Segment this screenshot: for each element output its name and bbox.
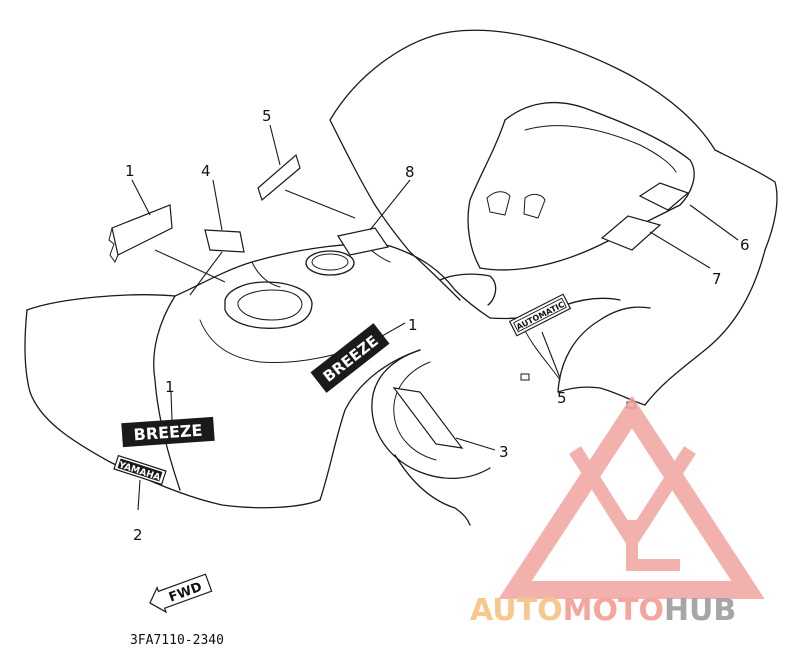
fender-body-outline (24, 29, 778, 526)
callout-1-side: 1 (408, 316, 418, 334)
part-code: 3FA7110-2340 (130, 633, 224, 648)
callout-6: 6 (740, 236, 750, 254)
decal-6 (638, 182, 690, 211)
callout-1-front: 1 (165, 378, 175, 396)
callout-8: 8 (405, 163, 415, 181)
decal-8 (337, 227, 390, 256)
watermark-moto: MOTO (563, 593, 664, 628)
leader-lines (131, 124, 739, 511)
breeze-front-text: BREEZE (133, 421, 203, 445)
decal-5-top (257, 153, 301, 202)
callout-5-top: 5 (262, 107, 272, 125)
callout-1-top-left: 1 (125, 162, 135, 180)
callout-2: 2 (133, 526, 143, 544)
watermark-text: AUTOMOTOHUB (470, 593, 736, 628)
automotohub-logo-mark (498, 395, 765, 599)
callout-4: 4 (201, 162, 211, 180)
fwd-arrow: FWD (149, 573, 213, 614)
breeze-front-decal: BREEZE (121, 416, 215, 448)
decal-1-top-left (108, 204, 173, 264)
callout-5-side: 5 (557, 389, 567, 407)
decal-7 (600, 215, 662, 251)
yamaha-decal: YAMAHA (113, 454, 167, 486)
automatic-decal: AUTOMATIC (508, 293, 572, 337)
callout-3: 3 (499, 443, 509, 461)
watermark-hub: HUB (664, 593, 736, 628)
watermark-auto: AUTO (470, 593, 563, 628)
callout-7: 7 (712, 270, 722, 288)
callouts: 1 1 1 2 3 4 5 5 6 7 8 (125, 107, 750, 544)
decal-4 (204, 229, 245, 253)
decal-3 (392, 387, 464, 449)
